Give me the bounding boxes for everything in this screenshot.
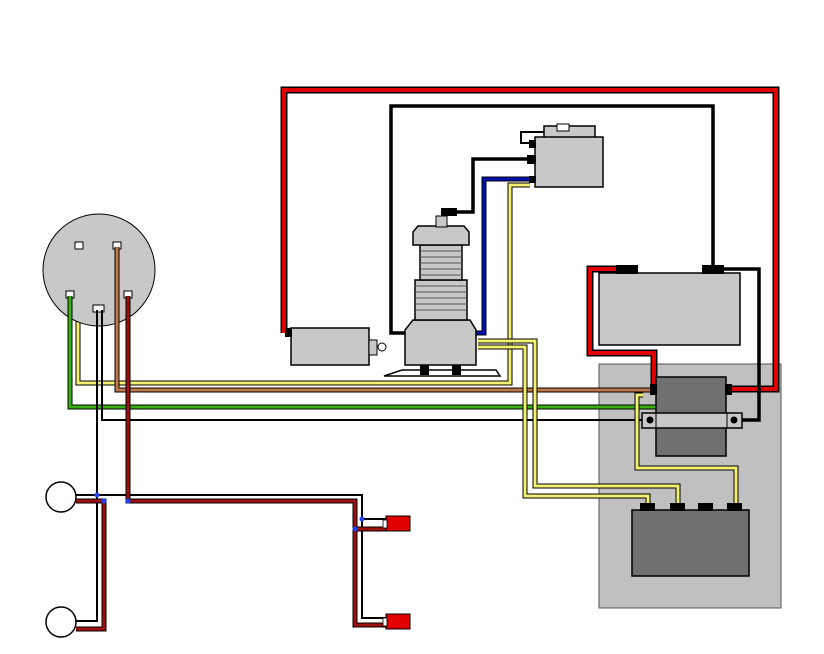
top-relay bbox=[520, 123, 604, 188]
lamp-top bbox=[45, 481, 77, 513]
ignition-coil bbox=[383, 208, 502, 377]
coil-to-relay-black bbox=[455, 157, 527, 214]
fuse-block bbox=[641, 412, 743, 429]
brown-wire bbox=[114, 247, 652, 393]
yellow-wire-relay bbox=[75, 182, 530, 386]
junction-markers bbox=[94, 492, 365, 532]
ground-wire-battery bbox=[718, 267, 761, 422]
battery bbox=[598, 265, 741, 346]
lower-battery bbox=[631, 503, 750, 577]
black-wire-fuse bbox=[101, 310, 645, 421]
condenser bbox=[285, 327, 387, 366]
indicator-top bbox=[382, 515, 411, 532]
lamp-bottom bbox=[45, 606, 77, 638]
ground-wire-loop bbox=[389, 104, 715, 335]
lower-circuit-black bbox=[76, 310, 388, 622]
indicator-bottom bbox=[382, 613, 411, 630]
lower-circuit-red bbox=[76, 296, 386, 632]
yellow-wires-battery bbox=[478, 338, 739, 506]
